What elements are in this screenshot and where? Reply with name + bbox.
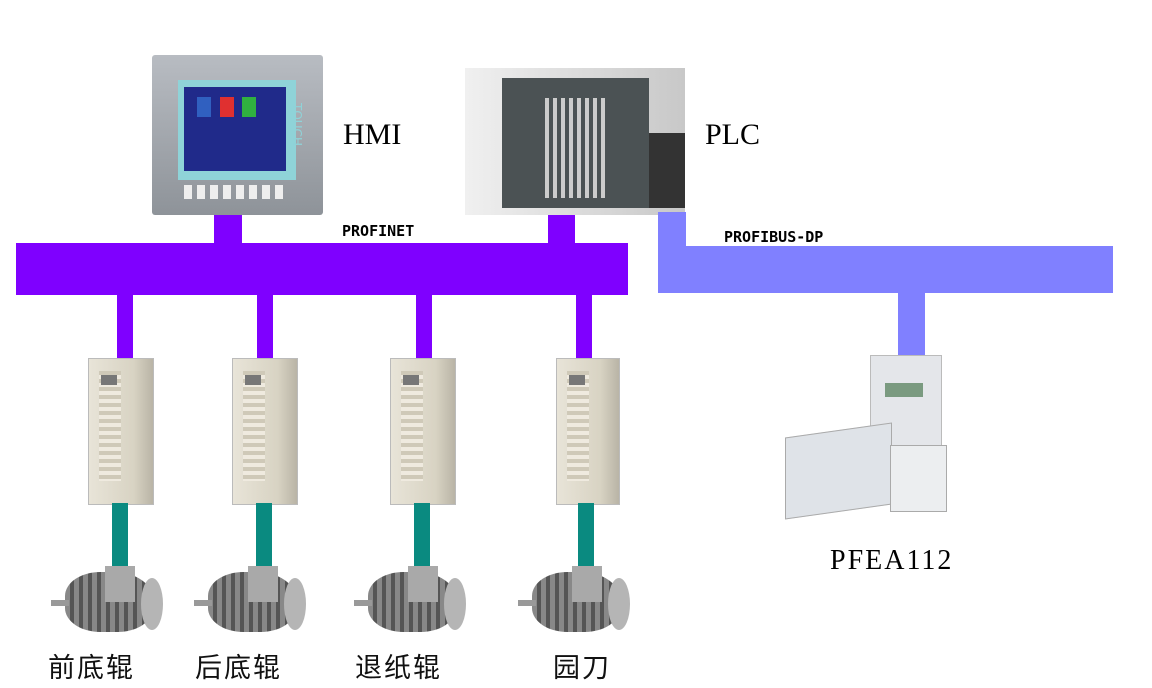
hmi-touch-text: TOUCH (290, 103, 304, 146)
motor-1-link (112, 503, 128, 568)
plc-image (465, 68, 685, 215)
pfea-profibus-link (898, 293, 925, 358)
pfea112-label: PFEA112 (830, 545, 954, 576)
pfea112-image (760, 355, 950, 525)
hmi-panel-image: TOUCH (152, 55, 323, 215)
drive-1-link (117, 295, 133, 358)
motor-4-label: 园刀 (553, 653, 611, 684)
motor-2 (194, 566, 306, 632)
profinet-label: PROFINET (342, 222, 415, 240)
plc-label: PLC (705, 118, 761, 151)
hmi-label: HMI (343, 118, 402, 151)
motor-2-label: 后底辊 (195, 653, 282, 684)
motor-1-label: 前底辊 (48, 653, 135, 684)
profibus-bus (658, 246, 1113, 293)
motor-2-link (256, 503, 272, 568)
profinet-bus (16, 243, 628, 295)
motor-3 (354, 566, 466, 632)
motor-3-label: 退纸辊 (355, 653, 442, 684)
plc-profinet-link (548, 215, 575, 245)
plc-profibus-link (658, 212, 686, 248)
drive-4 (556, 358, 620, 505)
drive-2 (232, 358, 298, 505)
motor-1 (51, 566, 163, 632)
motor-3-link (414, 503, 430, 568)
motor-4 (518, 566, 630, 632)
profibus-label: PROFIBUS-DP (724, 228, 824, 246)
motor-4-link (578, 503, 594, 568)
drive-3 (390, 358, 456, 505)
drive-2-link (257, 295, 273, 358)
drive-4-link (576, 295, 592, 358)
drive-1 (88, 358, 154, 505)
drive-3-link (416, 295, 432, 358)
hmi-profinet-link (214, 215, 242, 245)
